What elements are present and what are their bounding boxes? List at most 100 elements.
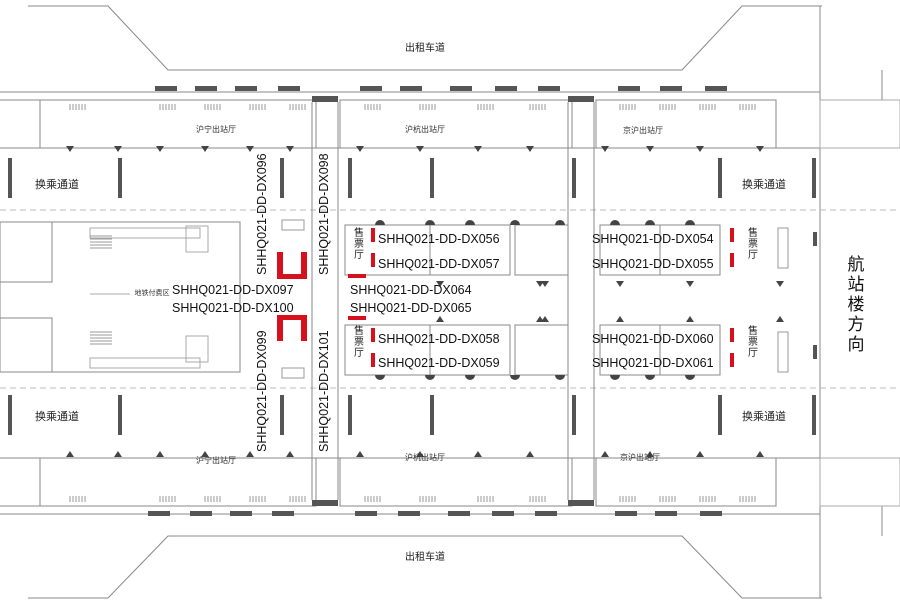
ad-panel-dx100-left (277, 315, 283, 341)
arrow-top-hall-13 (756, 146, 764, 152)
ad-code-dx099: SHHQ021-DD-DX099 (255, 330, 269, 452)
ad-code-dx061: SHHQ021-DD-DX061 (592, 356, 714, 370)
ad-panel-dx097-left (277, 252, 283, 278)
pillar-bottom-6 (718, 395, 722, 435)
road-wall-bottom-10 (655, 511, 677, 516)
stair-cap-top-1 (425, 220, 435, 225)
ad-code-dx097: SHHQ021-DD-DX097 (172, 283, 294, 297)
arrow-top-hall-1 (114, 146, 122, 152)
ad-panel-dx064 (348, 274, 366, 278)
arrow-bottom-hall-0 (66, 451, 74, 457)
road-wall-bottom-8 (535, 511, 557, 516)
stair-cap-top-4 (555, 220, 565, 225)
road-wall-bottom-11 (700, 511, 722, 516)
transfer-corridor-bottom-left: 换乘通道 (35, 409, 79, 423)
road-wall-bottom-6 (448, 511, 470, 516)
pillar-bottom-1 (118, 395, 122, 435)
arrow-mid-up-4 (686, 316, 694, 322)
right-entry-top (819, 99, 900, 149)
road-wall-bottom-1 (190, 511, 212, 516)
arrow-bottom-hall-4 (246, 451, 254, 457)
road-wall-top-7 (495, 86, 517, 91)
ad-code-dx064: SHHQ021-DD-DX064 (350, 283, 472, 297)
ad-code-dx101: SHHQ021-DD-DX101 (317, 330, 331, 452)
ad-panel-dx065 (348, 316, 366, 320)
ad-code-dx057: SHHQ021-DD-DX057 (378, 257, 500, 271)
ad-code-dx098: SHHQ021-DD-DX098 (317, 153, 331, 275)
ad-panel-dx055 (730, 253, 734, 267)
arrow-top-hall-6 (356, 146, 364, 152)
pillar-bottom-4 (430, 395, 434, 435)
pillar-top-2 (280, 158, 284, 198)
ticket-hall-center-top: 售票厅 (354, 226, 364, 261)
metro-bench-top (89, 227, 201, 239)
arrow-bottom-hall-3 (201, 451, 209, 457)
hall-huning-bottom: 沪宁出站厅 (196, 455, 236, 465)
arrow-top-hall-12 (696, 146, 704, 152)
arrow-top-hall-4 (246, 146, 254, 152)
ad-code-dx060: SHHQ021-DD-DX060 (592, 332, 714, 346)
stair-cap-top-3 (510, 220, 520, 225)
arrow-mid-up-3 (616, 316, 624, 322)
road-wall-bottom-0 (148, 511, 170, 516)
stair-box-top-2 (514, 224, 569, 276)
right-side-marker-top (813, 232, 817, 246)
ad-code-dx058: SHHQ021-DD-DX058 (378, 332, 500, 346)
road-wall-top-4 (360, 86, 382, 91)
arrow-bottom-hall-1 (114, 451, 122, 457)
ad-panel-dx060 (730, 328, 734, 342)
outline-left-top-room (0, 99, 41, 149)
kiosk-top (281, 219, 305, 231)
hall-jinghu-top: 京沪出站厅 (623, 125, 663, 135)
ad-panel-dx100-top (277, 315, 307, 320)
ad-panel-dx054 (730, 228, 734, 242)
ad-code-dx100: SHHQ021-DD-DX100 (172, 301, 294, 315)
stair-cap-top-7 (685, 220, 695, 225)
arrow-bottom-hall-2 (156, 451, 164, 457)
taxi-lane-top-label: 出租车道 (405, 41, 445, 54)
arrow-mid-up-0 (436, 316, 444, 322)
ad-code-dx065: SHHQ021-DD-DX065 (350, 301, 472, 315)
transfer-corridor-top-left: 换乘通道 (35, 177, 79, 191)
road-wall-top-3 (278, 86, 300, 91)
pillar-cap-bottom-left (312, 500, 338, 506)
hall-huhang-top: 沪杭出站厅 (405, 124, 445, 134)
hall-jinghu-bottom: 京沪出站厅 (620, 452, 660, 462)
arrow-mid-down-0 (436, 281, 444, 287)
stair-cap-top-2 (465, 220, 475, 225)
pillar-cap-top-left (312, 96, 338, 102)
ad-panel-dx097-right (301, 252, 307, 278)
ad-panel-dx100-right (301, 315, 307, 341)
stair-cap-bottom-6 (645, 375, 655, 380)
road-wall-bottom-4 (355, 511, 377, 516)
metro-gate-block-top (185, 225, 209, 253)
ad-code-dx059: SHHQ021-DD-DX059 (378, 356, 500, 370)
pillar-bottom-0 (8, 395, 12, 435)
ad-panel-dx058 (371, 328, 375, 342)
arrow-bottom-hall-6 (356, 451, 364, 457)
pillar-top-1 (118, 158, 122, 198)
road-wall-top-11 (705, 86, 727, 91)
ad-panel-dx097-base (277, 274, 307, 279)
road-wall-bottom-2 (230, 511, 252, 516)
road-wall-bottom-5 (398, 511, 420, 516)
metro-room-bottom-left (0, 317, 53, 373)
right-side-marker-bottom (813, 345, 817, 359)
road-wall-top-6 (450, 86, 472, 91)
right-stair-bottom (777, 331, 789, 373)
stair-cap-top-0 (375, 220, 385, 225)
metro-bench-bottom (89, 357, 201, 369)
metro-paid-area-frame (0, 221, 241, 373)
arrow-top-hall-9 (526, 146, 534, 152)
ad-code-dx096: SHHQ021-DD-DX096 (255, 153, 269, 275)
pillar-cap-bottom-right (568, 500, 594, 506)
pillar-bottom-5 (572, 395, 576, 435)
pillar-cap-top-right (568, 96, 594, 102)
arrow-top-hall-7 (416, 146, 424, 152)
road-wall-bottom-7 (492, 511, 514, 516)
transfer-corridor-bottom-right: 换乘通道 (742, 409, 786, 423)
right-stair-top (777, 227, 789, 269)
pillar-top-6 (718, 158, 722, 198)
hall-huning-top: 沪宁出站厅 (196, 124, 236, 134)
